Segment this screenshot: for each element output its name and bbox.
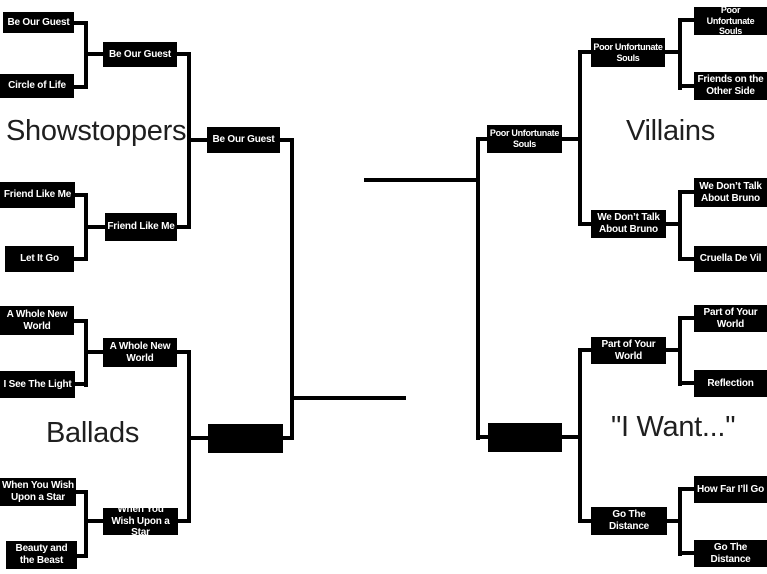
round1-box-cruella-de-vil: Cruella De Vil (694, 246, 767, 272)
round2-box-be-our-guest: Be Our Guest (103, 42, 177, 67)
round1-box-i-see-the-light: I See The Light (0, 371, 75, 398)
connector-line (561, 137, 579, 141)
round2-box-a-whole-new-world: A Whole New World (103, 338, 177, 367)
connector-line (678, 190, 682, 261)
connector-line (678, 487, 682, 556)
connector-line (72, 21, 86, 25)
connector-line (561, 435, 579, 439)
connector-line (282, 436, 292, 440)
connector-line (279, 138, 292, 142)
connector-line (666, 519, 679, 523)
connector-line (290, 138, 294, 440)
connector-line (580, 519, 592, 523)
connector-line (480, 435, 488, 439)
connector-line (578, 348, 582, 523)
round1-box-poor-unfortunate-souls: Poor Unfortunate Souls (694, 5, 767, 36)
champion-line-right (364, 178, 478, 182)
quadrant-label-i-want: "I Want..." (611, 411, 736, 443)
connector-line (86, 519, 103, 523)
connector-line (665, 222, 679, 226)
round2-box-go-the-distance: Go The Distance (591, 507, 667, 535)
round1-box-reflection: Reflection (694, 370, 767, 397)
connector-line (86, 52, 103, 56)
round1-box-be-our-guest: Be Our Guest (3, 12, 74, 33)
connector-line (681, 381, 695, 385)
connector-line (176, 225, 189, 229)
connector-line (580, 50, 592, 54)
round1-box-friend-like-me: Friend Like Me (0, 182, 75, 208)
round1-box-part-of-your-world: Part of Your World (694, 305, 767, 332)
connector-line (681, 190, 695, 194)
connector-line (479, 137, 488, 141)
connector-line (678, 316, 682, 386)
connector-line (580, 348, 592, 352)
round1-box-circle-of-life: Circle of Life (0, 74, 74, 98)
connector-line (678, 18, 682, 90)
round1-box-when-you-wish: When You Wish Upon a Star (0, 478, 76, 506)
connector-line (189, 138, 207, 142)
round1-box-we-dont-talk-about-bruno: We Don’t Talk About Bruno (694, 178, 767, 207)
round2-box-poor-unfortunate-souls: Poor Unfortunate Souls (591, 38, 665, 67)
round2-box-when-you-wish: When You Wish Upon a Star (103, 504, 178, 538)
connector-line (75, 554, 86, 558)
connector-line (84, 490, 88, 558)
semifinalist-box-i-want-empty (488, 423, 562, 452)
round1-box-how-far-ill-go: How Far I’ll Go (694, 476, 767, 503)
connector-line (72, 257, 86, 261)
connector-line (73, 382, 86, 386)
connector-line (176, 350, 189, 354)
quadrant-label-villains: Villains (626, 115, 715, 147)
connector-line (681, 84, 695, 88)
connector-line (189, 436, 208, 440)
connector-line (176, 52, 189, 56)
connector-line (578, 50, 582, 226)
semifinalist-box-villains: Poor Unfortunate Souls (487, 125, 562, 153)
connector-line (86, 225, 105, 229)
champion-line-left (290, 396, 406, 400)
connector-line (681, 487, 695, 491)
connector-line (72, 319, 86, 323)
semifinalist-box-ballads-empty (208, 424, 283, 453)
connector-line (665, 348, 679, 352)
round1-box-beauty-and-the-beast: Beauty and the Beast (6, 541, 77, 569)
round1-box-go-the-distance: Go The Distance (694, 540, 767, 567)
connector-line (177, 519, 189, 523)
connector-line (580, 222, 592, 226)
round1-box-a-whole-new-world: A Whole New World (0, 306, 74, 335)
connector-line (681, 316, 695, 320)
semifinalist-box-showstoppers: Be Our Guest (207, 127, 280, 153)
connector-line (72, 85, 86, 89)
connector-line (73, 193, 86, 197)
round2-box-we-dont-talk-about-bruno: We Don’t Talk About Bruno (591, 210, 666, 238)
quadrant-label-showstoppers: Showstoppers (6, 115, 187, 147)
connector-line (86, 350, 103, 354)
round2-box-friend-like-me: Friend Like Me (105, 213, 177, 241)
quadrant-label-ballads: Ballads (46, 417, 140, 449)
connector-line (664, 50, 679, 54)
round2-box-part-of-your-world: Part of Your World (591, 337, 666, 364)
connector-line (476, 137, 480, 440)
round1-box-let-it-go: Let It Go (5, 246, 74, 272)
connector-line (681, 257, 695, 261)
connector-line (681, 551, 695, 555)
round1-box-friends-on-the-other-side: Friends on the Other Side (694, 72, 767, 100)
connector-line (681, 18, 695, 22)
connector-line (74, 490, 86, 494)
